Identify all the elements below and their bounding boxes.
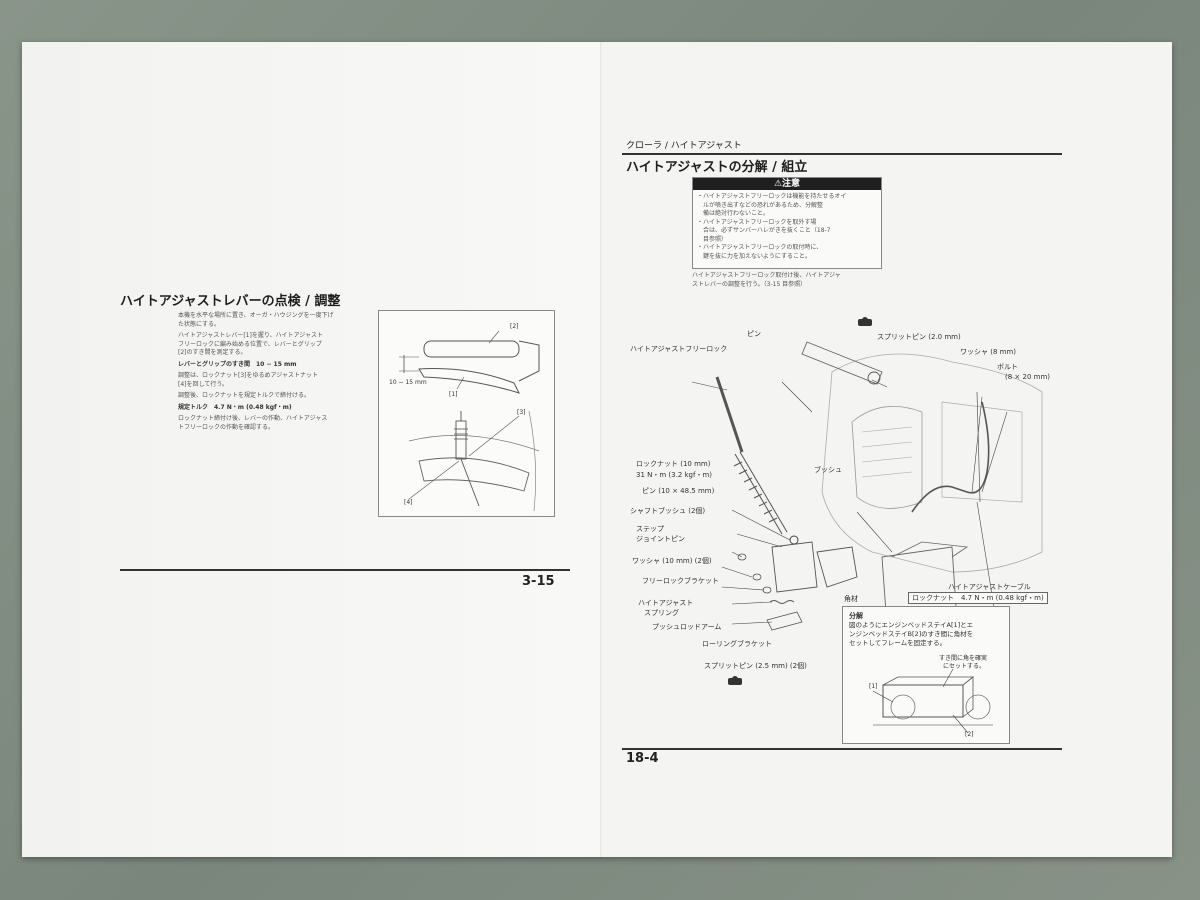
left-body-line: [4]を回して行う。 — [178, 380, 228, 388]
label-bolt-size: (8 × 20 mm) — [1005, 373, 1051, 381]
spec-gap: レバーとグリップのすき間 10 − 15 mm — [178, 360, 297, 368]
inset-illustration — [872, 668, 993, 734]
inset-line: ンジンベッドステイB[2]のすき間に角材を — [849, 630, 974, 638]
inset-note: すき間に角を確実 — [939, 655, 988, 662]
warning-line: ・ハイトアジャストフリーロックは機能を持たせるオイ — [697, 193, 847, 200]
inset-text: 図のようにエンジンベッドステイA[1]とエ ンジンベッドステイB[2]のすき間に… — [849, 621, 973, 648]
intro-line: ストレバーの調整を行う。（3-15 目参照） — [692, 280, 807, 288]
label-square-material: 角材 — [844, 595, 858, 603]
left-body-line: 調整後、ロックナットを規定トルクで締付ける。 — [178, 392, 311, 399]
lever-figure: [2] 10 − 15 mm [1] [3] [4] — [378, 310, 555, 517]
right-header: クローラ / ハイトアジャスト — [626, 141, 742, 151]
callout-4: [4] — [404, 499, 413, 506]
warning-line: 備は絶対行わないこと。 — [697, 210, 770, 217]
left-body-line: 本機を水平な場所に置き、オーガ・ハウジングを一度下げ — [178, 312, 334, 319]
label-split-pin-25: スプリットピン (2.5 mm) (2個) — [704, 662, 807, 670]
label-cable: ハイトアジャストケーブル — [948, 583, 1031, 591]
exploded-diagram — [691, 341, 1043, 631]
inset-disassembly: 分解 図のようにエンジンベッドステイA[1]とエ ンジンベッドステイB[2]のす… — [842, 606, 1010, 744]
callout-3: [3] — [517, 409, 526, 416]
warning-line: 目参照） — [697, 235, 728, 243]
callout-gap: 10 − 15 mm — [389, 379, 427, 386]
wrench-torque-icon — [858, 317, 872, 326]
warning-line: ・ハイトアジャストフリーロックを取外す場 — [697, 218, 817, 226]
label-split-pin-20: スプリットピン (2.0 mm) — [877, 333, 961, 341]
inset-callout-1: [1] — [869, 683, 878, 690]
inset-line: 図のようにエンジンベッドステイA[1]とエ — [849, 621, 974, 629]
label-shaft-bush: シャフトブッシュ (2個) — [630, 507, 706, 515]
label-washer-10: ワッシャ (10 mm) (2個) — [632, 557, 712, 565]
inset-note: にセットする。 — [943, 663, 986, 670]
left-body-line: トフリーロックの作動を確認する。 — [178, 423, 275, 431]
label-rolling-bracket: ローリングブラケット — [702, 640, 772, 648]
label-washer-8: ワッシャ (8 mm) — [960, 348, 1017, 356]
left-footer-rule — [120, 569, 570, 571]
inset-title: 分解 — [849, 612, 863, 620]
left-section-title: ハイトアジャストレバーの点検 / 調整 — [120, 294, 341, 309]
wrench-torque-icon — [728, 676, 742, 685]
callout-1: [1] — [449, 391, 458, 398]
inset-callout-2: [2] — [965, 731, 974, 738]
spec-torque: 規定トルク 4.7 N・m (0.48 kgf・m) — [178, 403, 292, 411]
warning-box: ⚠注意 ・ハイトアジャストフリーロックは機能を持たせるオイ ルが噴き出すなどの恐… — [692, 177, 882, 269]
right-section-title: ハイトアジャストの分解 / 組立 — [626, 160, 808, 175]
label-bush: ブッシュ — [814, 466, 842, 474]
label-spring-2: スプリング — [644, 609, 679, 617]
right-footer-rule — [622, 748, 1062, 750]
label-step: ステップ — [636, 525, 664, 533]
manual-spread: ハイトアジャストレバーの点検 / 調整 本機を水平な場所に置き、オーガ・ハウジン… — [22, 42, 1172, 857]
page-fold — [600, 42, 602, 857]
label-locknut-10: ロックナット (10 mm) — [636, 460, 711, 468]
left-body-line: ハイトアジャストレバー[1]を握り、ハイトアジャスト — [178, 332, 323, 339]
label-free-lock: ハイトアジャストフリーロック — [630, 345, 728, 353]
warning-title: ⚠注意 — [693, 178, 881, 190]
intro-line: ハイトアジャストフリーロック取付け後、ハイトアジャ — [692, 272, 841, 279]
lever-illustration — [399, 330, 540, 512]
left-body-line: フリーロックに編み始める位置で、レバーとグリップ — [178, 340, 322, 348]
label-push-rod-arm: プッシュロッドアーム — [652, 623, 722, 631]
left-body-line: た状態にする。 — [178, 320, 221, 328]
label-locknut-torque: ロックナット 4.7 N・m (0.48 kgf・m) — [908, 592, 1048, 604]
warning-line: 鍵を抜に力を加えないようにすること。 — [697, 252, 811, 260]
inset-line: セットしてフレームを固定する。 — [849, 639, 947, 647]
warning-line: ・ハイトアジャストフリーロックの取付時に、 — [697, 244, 823, 251]
warning-line: ルが噴き出すなどの恐れがあるため、分解整 — [697, 201, 824, 209]
intro-text: ハイトアジャストフリーロック取付け後、ハイトアジャ ストレバーの調整を行う。（3… — [692, 272, 841, 289]
left-body-line: ロックナット締付け後、レバーの作動、ハイトアジャス — [178, 415, 328, 422]
label-pin-10: ピン (10 × 48.5 mm) — [642, 487, 715, 495]
header-rule — [622, 153, 1062, 155]
warning-text: ・ハイトアジャストフリーロックは機能を持たせるオイ ルが噴き出すなどの恐れがある… — [697, 193, 846, 261]
left-page-number: 3-15 — [522, 574, 555, 589]
label-locknut-10-torque: 31 N・m (3.2 kgf・m) — [636, 471, 713, 479]
label-free-lock-bracket: フリーロックブラケット — [642, 577, 719, 585]
label-pin: ピン — [747, 330, 761, 338]
callout-2: [2] — [510, 323, 519, 330]
label-bolt: ボルト — [997, 363, 1018, 371]
left-body-text: 本機を水平な場所に置き、オーガ・ハウジングを一度下げ た状態にする。 ハイトアジ… — [178, 312, 378, 432]
left-body-line: [2]のすき間を測定する。 — [178, 349, 247, 356]
label-joint-pin: ジョイントピン — [636, 535, 685, 543]
left-body-line: 調整は、ロックナット[3]をゆるめアジャストナット — [178, 372, 318, 379]
warning-line: 合は、必ずサンバーハレがきを抜くこと（18-7 — [697, 227, 831, 234]
right-page-number: 18-4 — [626, 751, 659, 766]
label-spring-1: ハイトアジャスト — [638, 599, 694, 607]
